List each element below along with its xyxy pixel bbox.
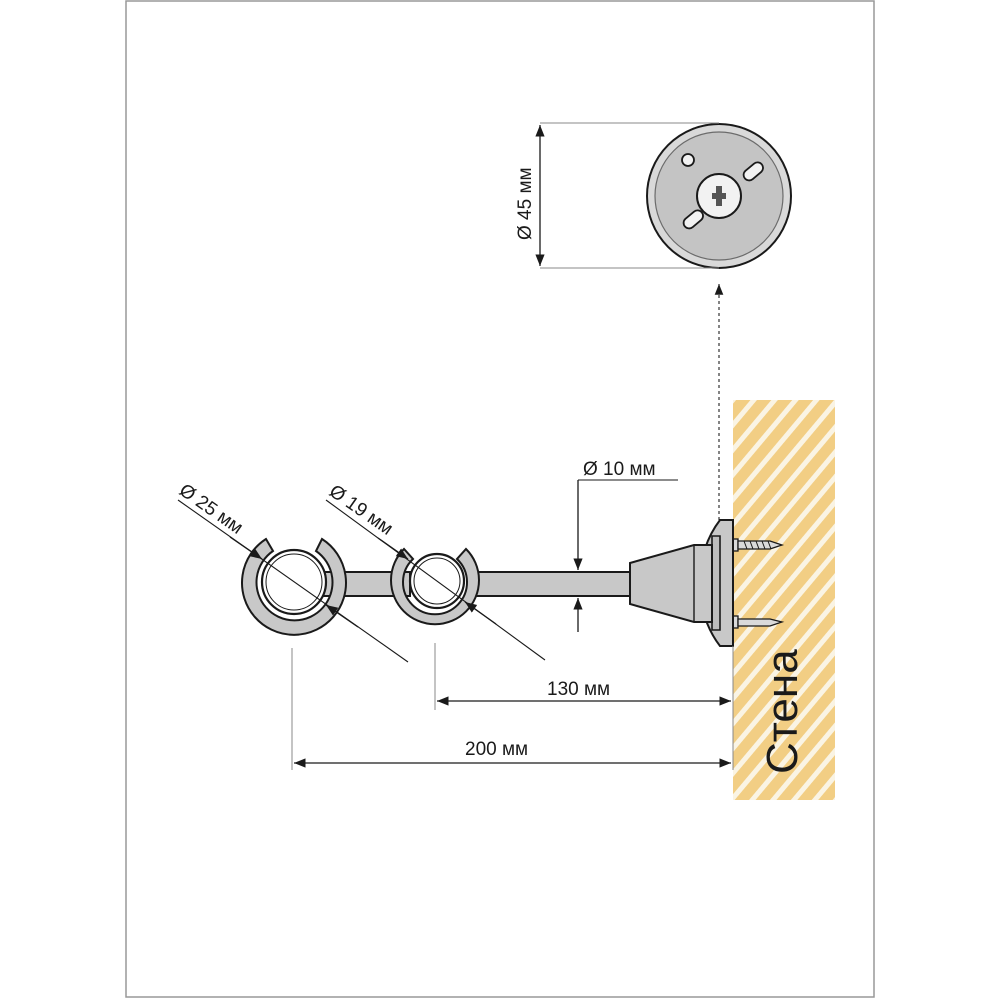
rod-diameter-dimension: Ø 10 мм — [573, 459, 678, 632]
base-diameter-dimension: Ø 45 мм — [515, 122, 719, 269]
base-plate-top-view — [646, 123, 792, 269]
wall-label: Стена — [758, 649, 807, 774]
flange-cone — [629, 544, 713, 623]
outer-distance-label: 200 мм — [465, 739, 528, 760]
wall-flange — [629, 519, 734, 647]
inner-distance-label: 130 мм — [547, 679, 610, 700]
screw-cross-icon — [712, 186, 726, 206]
mount-hole — [681, 153, 695, 167]
base-diameter-label: Ø 45 мм — [515, 167, 536, 240]
inner-distance-dimension: 130 мм — [434, 643, 734, 770]
flange-ring — [711, 535, 721, 631]
mount-slot-left — [682, 209, 704, 230]
inner-ring-diameter-label: Ø 19 мм — [325, 481, 397, 540]
mount-slot-right — [742, 161, 764, 182]
inner-ring-holder — [390, 547, 480, 626]
wall-hatched-area — [733, 400, 835, 800]
rod-main — [469, 571, 631, 597]
outer-distance-dimension: 200 мм — [291, 648, 731, 770]
rod-diameter-label: Ø 10 мм — [583, 459, 656, 480]
diagram-frame — [125, 0, 875, 998]
outer-ring-diameter-label: Ø 25 мм — [175, 480, 247, 539]
wall: Стена — [733, 400, 835, 800]
